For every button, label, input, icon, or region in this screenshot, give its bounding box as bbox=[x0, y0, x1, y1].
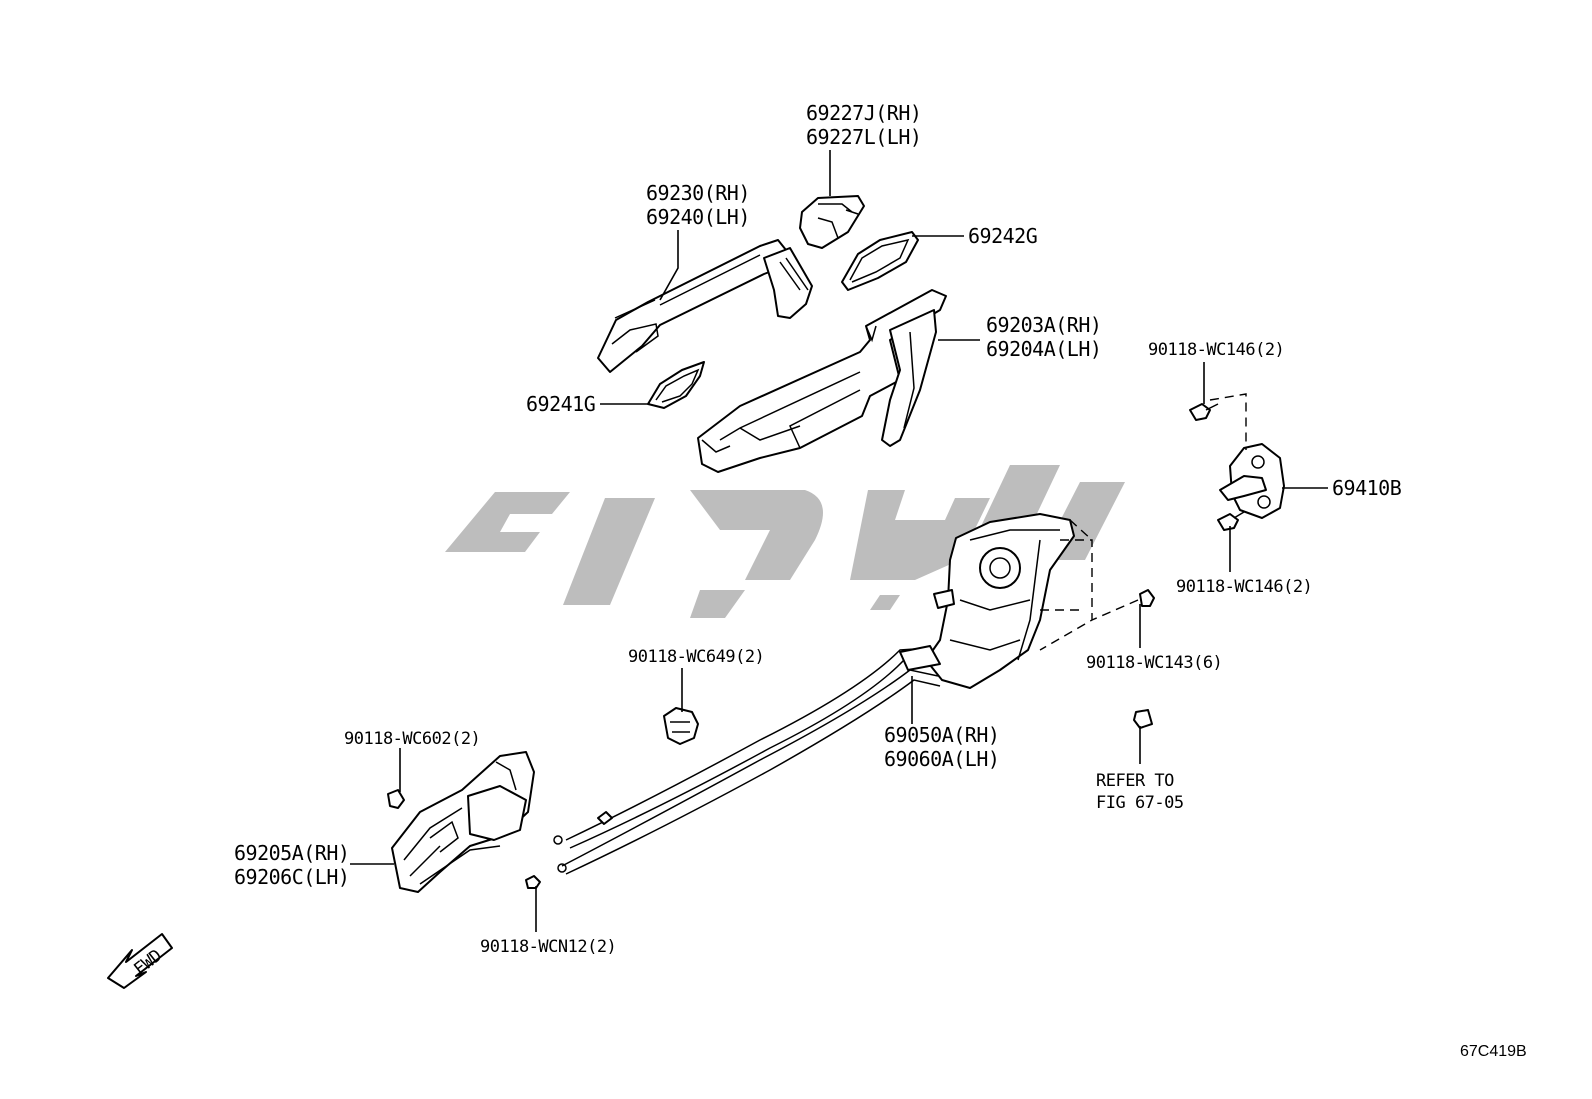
gasket-rear bbox=[841, 231, 919, 291]
label-69203a: 69203A(RH) bbox=[986, 313, 1101, 337]
label-69204a: 69204A(LH) bbox=[986, 337, 1101, 361]
handle-frame bbox=[697, 289, 947, 473]
leader-lines bbox=[350, 150, 1328, 932]
label-90118-wc602: 90118-WC602(2) bbox=[344, 729, 480, 749]
gasket-front bbox=[647, 361, 705, 409]
door-lock-assembly bbox=[925, 513, 1155, 729]
label-refer-to: REFER TO bbox=[1096, 771, 1174, 791]
label-69230: 69230(RH) bbox=[646, 181, 750, 205]
label-69410b: 69410B bbox=[1332, 476, 1402, 500]
label-69242g: 69242G bbox=[968, 224, 1037, 248]
label-69240: 69240(LH) bbox=[646, 205, 750, 229]
cable-clip bbox=[663, 707, 699, 745]
label-69205a: 69205A(RH) bbox=[234, 841, 349, 865]
label-69050a: 69050A(RH) bbox=[884, 723, 999, 747]
inside-handle bbox=[387, 751, 541, 893]
outside-handle bbox=[597, 239, 813, 373]
door-striker bbox=[1189, 403, 1285, 531]
label-69227j: 69227J(RH) bbox=[806, 101, 921, 125]
label-fig-67-05: FIG 67-05 bbox=[1096, 793, 1184, 813]
label-69241g: 69241G bbox=[526, 392, 595, 416]
figure-code: 67C419B bbox=[1460, 1043, 1527, 1060]
label-69206c: 69206C(LH) bbox=[234, 865, 349, 889]
dashed-guides bbox=[1039, 393, 1247, 651]
lock-cables bbox=[553, 645, 941, 875]
label-90118-wc146-top: 90118-WC146(2) bbox=[1148, 340, 1284, 360]
handle-cap bbox=[799, 195, 865, 249]
label-90118-wc649: 90118-WC649(2) bbox=[628, 647, 764, 667]
label-90118-wc146-bottom: 90118-WC146(2) bbox=[1176, 577, 1312, 597]
label-90118-wc143: 90118-WC143(6) bbox=[1086, 653, 1222, 673]
label-69227l: 69227L(LH) bbox=[806, 125, 921, 149]
label-90118-wcn12: 90118-WCN12(2) bbox=[480, 937, 616, 957]
label-69060a: 69060A(LH) bbox=[884, 747, 999, 771]
fwd-arrow-icon: FWD bbox=[107, 933, 173, 989]
